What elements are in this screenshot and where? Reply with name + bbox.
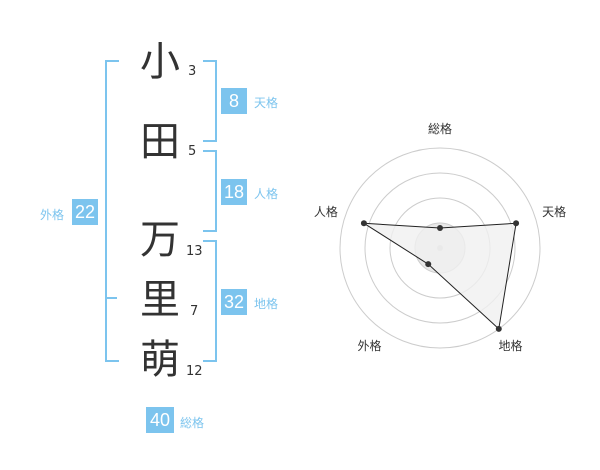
gaikaku-value: 22 — [72, 199, 98, 225]
name-char-4: 里 — [140, 277, 180, 323]
radar-axis-label-3: 地格 — [498, 339, 523, 354]
jinkaku-bracket — [203, 150, 217, 232]
radar-polygon — [363, 222, 517, 330]
stroke-count-3: 13 — [186, 244, 203, 259]
chikaku-value: 32 — [221, 289, 247, 315]
radar-axis-label-2: 天格 — [542, 204, 567, 219]
radar-point-5 — [360, 220, 367, 227]
gaikaku-bracket-mid — [105, 297, 117, 299]
soukaku-value: 40 — [146, 407, 174, 433]
radar-point-2 — [513, 220, 520, 227]
name-char-5: 萌 — [140, 337, 180, 383]
name-char-2: 田 — [140, 119, 180, 165]
jinkaku-value: 18 — [221, 179, 247, 205]
tenkaku-label: 天格 — [254, 96, 279, 110]
radar-axis-label-5: 人格 — [313, 204, 338, 219]
chikaku-bracket — [203, 240, 217, 362]
stroke-count-1: 3 — [188, 64, 197, 79]
radar-point-3 — [495, 325, 502, 332]
stroke-count-2: 5 — [188, 144, 197, 159]
soukaku-label: 総格 — [180, 416, 205, 430]
tenkaku-value: 8 — [221, 88, 247, 114]
name-char-3: 万 — [140, 217, 180, 263]
gaikaku-bracket — [105, 60, 119, 362]
tenkaku-bracket — [203, 60, 217, 142]
name-char-1: 小 — [140, 39, 180, 85]
chikaku-label: 地格 — [254, 297, 279, 311]
gaikaku-label: 外格 — [40, 208, 65, 222]
radar-axis-label-4: 外格 — [357, 339, 382, 354]
stroke-count-5: 12 — [186, 364, 203, 379]
stroke-count-4: 7 — [190, 304, 199, 319]
radar-point-1 — [437, 225, 443, 231]
jinkaku-label: 人格 — [254, 187, 279, 201]
radar-point-4 — [425, 261, 432, 268]
radar-axis-label-1: 総格 — [427, 122, 452, 136]
